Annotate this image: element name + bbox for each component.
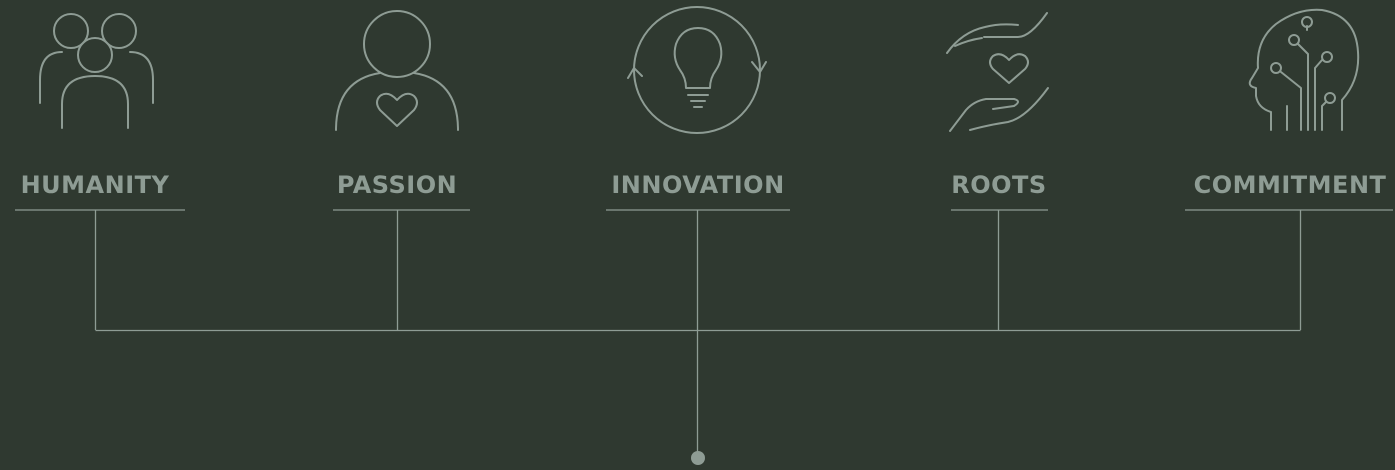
hands-heart-icon bbox=[946, 12, 1049, 132]
value-label-humanity: HUMANITY bbox=[21, 171, 170, 199]
value-label-commitment: COMMITMENT bbox=[1194, 171, 1387, 199]
head-circuit-icon bbox=[1248, 8, 1360, 131]
person-heart-icon bbox=[335, 10, 459, 131]
people-group-icon bbox=[39, 13, 154, 129]
value-label-innovation: INNOVATION bbox=[611, 171, 784, 199]
value-label-roots: ROOTS bbox=[951, 171, 1046, 199]
value-label-passion: PASSION bbox=[337, 171, 457, 199]
connector-tree bbox=[94, 210, 1302, 465]
connector-end-dot bbox=[691, 451, 705, 465]
lightbulb-cycle-icon bbox=[627, 6, 767, 134]
